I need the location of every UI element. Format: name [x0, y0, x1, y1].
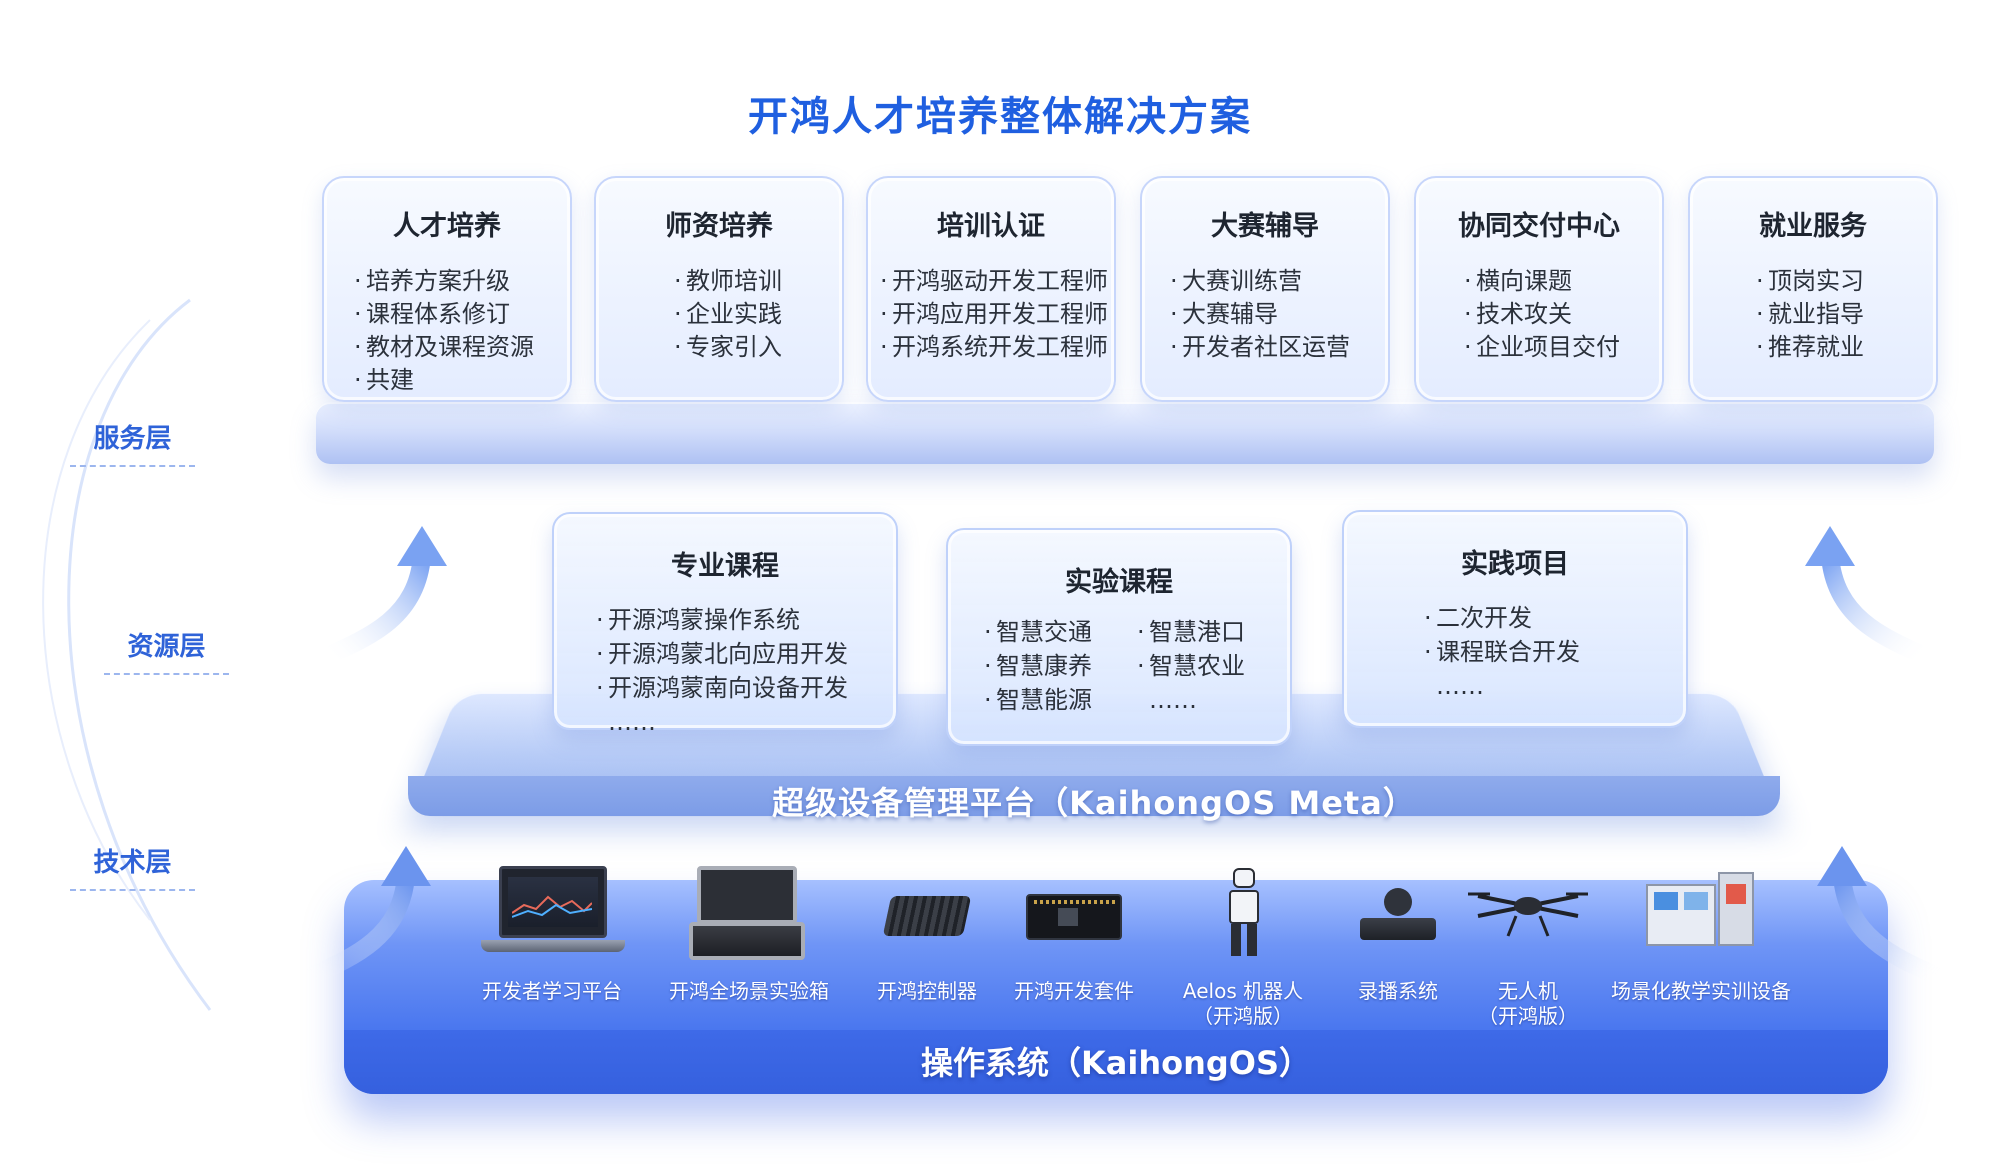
card-title: 培训认证 [868, 204, 1114, 243]
controller-icon [885, 866, 969, 966]
service-card-certification: 培训认证 开鸿驱动开发工程师 开鸿应用开发工程师 开鸿系统开发工程师 [866, 176, 1116, 402]
device-name: 无人机 [1464, 978, 1592, 1004]
list-item: 技术攻关 [1464, 298, 1640, 331]
card-title: 专业课程 [554, 544, 896, 583]
list-item: 智慧交通 [984, 615, 1137, 649]
resource-card-labs: 实验课程 智慧交通 智慧康养 智慧能源 智慧港口 智慧农业 …… [946, 528, 1292, 746]
list-item: 开鸿驱动开发工程师 [880, 265, 1108, 298]
list-item: 培养方案升级 [354, 265, 548, 298]
device-dev-kit: 开鸿开发套件 [1008, 866, 1140, 1004]
device-robot: Aelos 机器人 （开鸿版） [1178, 866, 1308, 1028]
layer-label-resource: 资源层 [104, 626, 229, 675]
list-item: 大赛训练营 [1170, 265, 1366, 298]
arrow-up-right-lower [1812, 846, 1942, 986]
list-item: 横向课题 [1464, 265, 1640, 298]
service-card-teacher: 师资培养 教师培训 企业实践 专家引入 [594, 176, 844, 402]
list-item-more: …… [1137, 683, 1290, 717]
list-item: 教材及课程资源 [354, 331, 548, 364]
list-item: 大赛辅导 [1170, 298, 1366, 331]
list-item-more: …… [596, 705, 896, 739]
device-controller: 开鸿控制器 [872, 866, 982, 1004]
layer-label-tech: 技术层 [70, 842, 195, 891]
mid-platform-label: 超级设备管理平台（KaihongOS Meta） [408, 778, 1780, 824]
list-item: 企业实践 [674, 298, 820, 331]
list-item: 智慧康养 [984, 649, 1137, 683]
device-name: 开鸿开发套件 [1008, 978, 1140, 1004]
card-title: 就业服务 [1690, 204, 1936, 243]
arrow-up-left-upper [322, 526, 452, 666]
board-icon [1026, 866, 1122, 966]
device-name: 开发者学习平台 [472, 978, 632, 1004]
device-drone: 无人机 （开鸿版） [1464, 866, 1592, 1028]
device-name: 场景化教学实训设备 [1606, 978, 1796, 1004]
service-platform [316, 402, 1934, 464]
list-item: 智慧农业 [1137, 649, 1290, 683]
list-item: 推荐就业 [1756, 331, 1914, 364]
laptop-icon [477, 866, 627, 966]
list-item: 专家引入 [674, 331, 820, 364]
service-card-delivery: 协同交付中心 横向课题 技术攻关 企业项目交付 [1414, 176, 1664, 402]
labs-left-column: 智慧交通 智慧康养 智慧能源 [984, 615, 1137, 717]
list-item: 企业项目交付 [1464, 331, 1640, 364]
page-title: 开鸿人才培养整体解决方案 [0, 84, 2000, 142]
arrow-up-left-lower [306, 846, 436, 986]
list-item: 顶岗实习 [1756, 265, 1914, 298]
resource-card-courses: 专业课程 开源鸿蒙操作系统 开源鸿蒙北向应用开发 开源鸿蒙南向设备开发 …… [552, 512, 898, 730]
list-item: 开源鸿蒙南向设备开发 [596, 671, 896, 705]
card-title: 实验课程 [948, 560, 1290, 599]
list-item: 课程联合开发 [1424, 635, 1686, 669]
labs-right-column: 智慧港口 智慧农业 …… [1137, 615, 1290, 717]
device-lab-case: 开鸿全场景实验箱 [660, 866, 838, 1004]
training-rig-icon [1646, 866, 1756, 966]
device-name: Aelos 机器人 [1178, 978, 1308, 1004]
card-title: 大赛辅导 [1142, 204, 1388, 243]
resource-card-projects: 实践项目 二次开发 课程联合开发 …… [1342, 510, 1688, 728]
card-title: 协同交付中心 [1416, 204, 1662, 243]
device-name: 开鸿全场景实验箱 [660, 978, 838, 1004]
device-recording-system: 录播系统 [1348, 866, 1448, 1004]
camera-icon [1356, 866, 1440, 966]
list-item: 智慧港口 [1137, 615, 1290, 649]
list-item-more: …… [1424, 669, 1686, 703]
base-platform-label: 操作系统（KaihongOS） [344, 1038, 1888, 1084]
card-title: 实践项目 [1344, 542, 1686, 581]
robot-icon [1223, 866, 1263, 966]
list-item: 开发者社区运营 [1170, 331, 1366, 364]
device-name: 开鸿控制器 [872, 978, 982, 1004]
list-item: 智慧能源 [984, 683, 1137, 717]
card-title: 师资培养 [596, 204, 842, 243]
service-card-talent: 人才培养 培养方案升级 课程体系修订 教材及课程资源 共建 [322, 176, 572, 402]
card-title: 人才培养 [324, 204, 570, 243]
service-card-contest: 大赛辅导 大赛训练营 大赛辅导 开发者社区运营 [1140, 176, 1390, 402]
list-item: 教师培训 [674, 265, 820, 298]
device-training-rig: 场景化教学实训设备 [1606, 866, 1796, 1004]
list-item-continuation: 共建 [354, 364, 548, 397]
case-icon [689, 866, 809, 966]
device-subname: （开鸿版） [1464, 1004, 1592, 1028]
list-item: 开鸿系统开发工程师 [880, 331, 1108, 364]
device-learning-platform: 开发者学习平台 [472, 866, 632, 1004]
list-item: 开鸿应用开发工程师 [880, 298, 1108, 331]
list-item: 开源鸿蒙北向应用开发 [596, 637, 896, 671]
device-name: 录播系统 [1348, 978, 1448, 1004]
device-subname: （开鸿版） [1178, 1004, 1308, 1028]
list-item: 就业指导 [1756, 298, 1914, 331]
list-item: 课程体系修订 [354, 298, 548, 331]
service-card-employment: 就业服务 顶岗实习 就业指导 推荐就业 [1688, 176, 1938, 402]
arrow-up-right-upper [1800, 526, 1930, 666]
list-item: 开源鸿蒙操作系统 [596, 603, 896, 637]
list-item: 二次开发 [1424, 601, 1686, 635]
layer-label-service: 服务层 [70, 418, 195, 467]
drone-icon [1468, 866, 1588, 966]
